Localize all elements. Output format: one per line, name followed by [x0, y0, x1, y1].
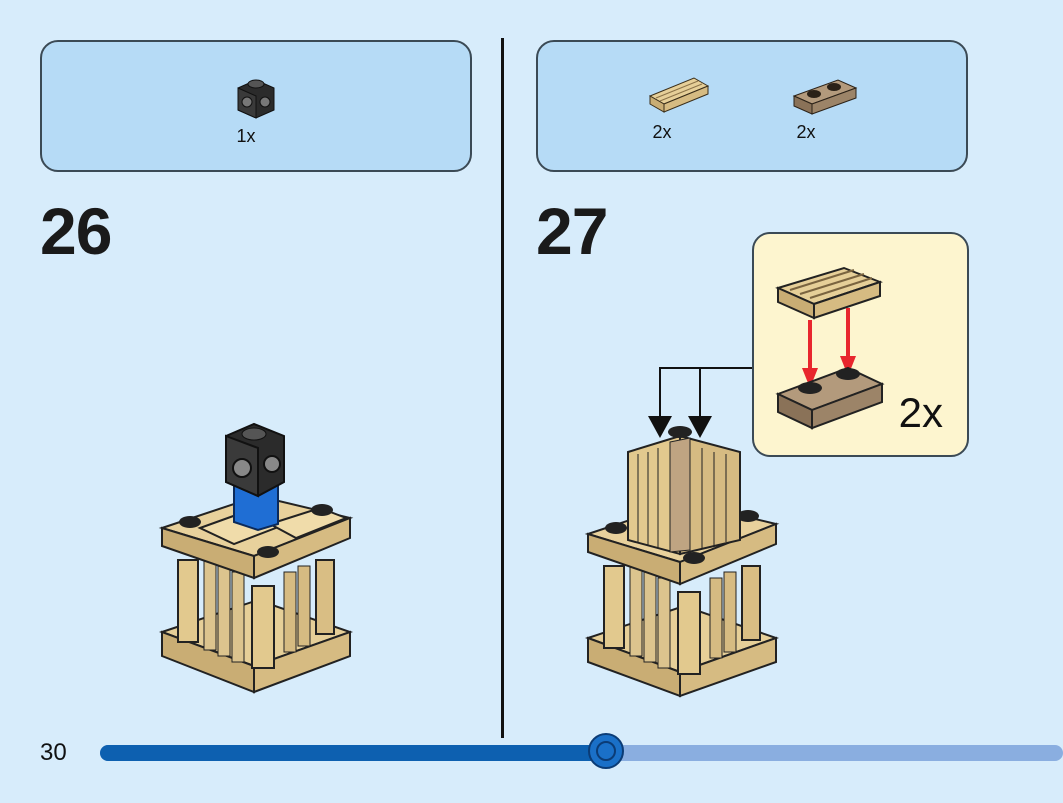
sub-assembly-callout: 2x [752, 232, 969, 457]
step-number: 26 [40, 194, 112, 268]
tan-grille-tile-1x2-icon [648, 77, 710, 113]
sub-assembly-quantity: 2x [898, 389, 943, 436]
part-quantity: 2x [652, 122, 672, 142]
part-quantity: 2x [796, 122, 816, 142]
step-27-parts-list: 2x 2x [536, 40, 968, 172]
sub-assembly-illustration [775, 266, 885, 430]
column-divider [501, 38, 504, 738]
progress-bar [100, 733, 1063, 769]
step-number: 27 [536, 194, 608, 268]
step-26-model-illustration [158, 422, 354, 694]
progress-bar-fill [100, 745, 606, 761]
part-quantity: 1x [236, 126, 256, 146]
step-26-parts-list: 1x [40, 40, 472, 172]
page-number: 30 [40, 739, 67, 766]
dark-tan-plate-1x2-icon [792, 79, 858, 115]
step-27-model-illustration [584, 367, 780, 698]
progress-knob-icon[interactable] [587, 733, 624, 769]
black-1x1-brick-studs-on-sides-icon [237, 79, 275, 119]
